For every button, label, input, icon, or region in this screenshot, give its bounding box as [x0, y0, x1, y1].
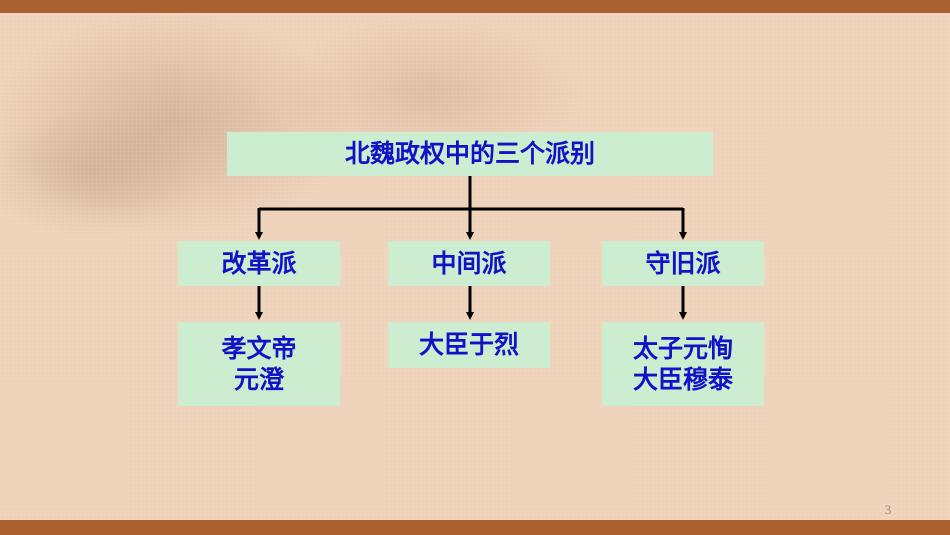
- root-node-title: 北魏政权中的三个派别: [227, 132, 713, 176]
- top-border-bar: [0, 0, 950, 13]
- bottom-border-bar: [0, 520, 950, 535]
- members-node-conservative: 太子元恂 大臣穆泰: [602, 322, 764, 406]
- members-node-reform: 孝文帝 元澄: [178, 322, 340, 406]
- faction-node-reform: 改革派: [178, 241, 340, 286]
- faction-node-conservative: 守旧派: [602, 241, 764, 286]
- member-name: 大臣穆泰: [632, 365, 733, 394]
- member-name: 大臣于烈: [418, 330, 519, 360]
- page-number: 3: [884, 502, 892, 517]
- member-name: 孝文帝: [221, 333, 297, 363]
- members-node-middle: 大臣于烈: [388, 322, 550, 368]
- member-name: 元澄: [233, 365, 284, 394]
- faction-node-middle: 中间派: [388, 241, 550, 286]
- member-name: 太子元恂: [632, 333, 733, 363]
